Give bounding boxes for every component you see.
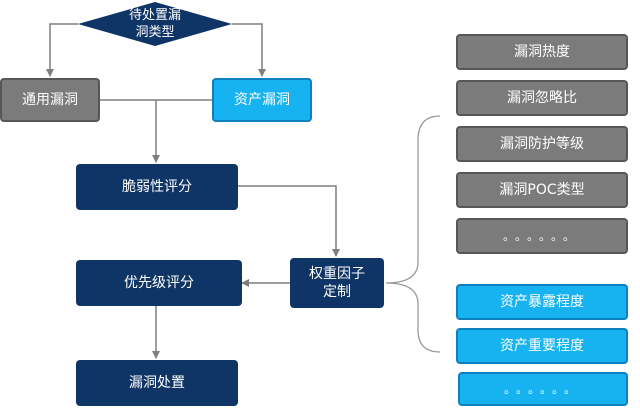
vuln-handling-node[interactable]: 漏洞处置 xyxy=(76,360,238,406)
arrow-diamond-to-generic xyxy=(46,23,78,77)
asset-vuln-label: 资产漏洞 xyxy=(234,92,290,108)
factor-label: 漏洞防护等级 xyxy=(500,136,584,152)
priority-score-label: 优先级评分 xyxy=(124,275,194,291)
factor-more-label: 。。。。。。 xyxy=(503,382,582,396)
start-decision-label: 待处置漏 洞类型 xyxy=(128,8,181,40)
arrow-score-to-weight xyxy=(238,185,340,257)
vuln-handling-label: 漏洞处置 xyxy=(129,375,185,391)
asset-vuln-node[interactable]: 资产漏洞 xyxy=(212,78,312,122)
vuln-score-label: 脆弱性评分 xyxy=(122,179,192,195)
factor-label: 漏洞热度 xyxy=(514,44,570,60)
generic-vuln-node[interactable]: 通用漏洞 xyxy=(0,78,100,122)
factor-asset-more[interactable]: 。。。。。。 xyxy=(458,372,628,406)
factor-vuln-ignore-ratio[interactable]: 漏洞忽略比 xyxy=(456,80,628,116)
decision-diamond xyxy=(78,2,232,46)
generic-vuln-label: 通用漏洞 xyxy=(22,92,78,108)
factor-label: 资产重要程度 xyxy=(500,338,584,354)
factor-more-label: 。。。。。。 xyxy=(502,229,581,243)
factor-asset-importance[interactable]: 资产重要程度 xyxy=(456,328,628,364)
factor-vuln-more[interactable]: 。。。。。。 xyxy=(456,218,628,254)
factor-brace xyxy=(385,115,441,353)
weight-factor-node[interactable]: 权重因子 定制 xyxy=(290,258,384,308)
factor-vuln-poc-type[interactable]: 漏洞POC类型 xyxy=(456,172,628,208)
vuln-score-node[interactable]: 脆弱性评分 xyxy=(76,164,238,210)
factor-label: 漏洞POC类型 xyxy=(499,182,585,198)
weight-factor-label: 权重因子 定制 xyxy=(309,266,365,300)
factor-label: 漏洞忽略比 xyxy=(507,90,577,106)
factor-vuln-heat[interactable]: 漏洞热度 xyxy=(456,34,628,70)
factor-vuln-protection-level[interactable]: 漏洞防护等级 xyxy=(456,126,628,162)
priority-score-node[interactable]: 优先级评分 xyxy=(76,260,242,306)
factor-asset-exposure[interactable]: 资产暴露程度 xyxy=(456,284,628,320)
factor-label: 资产暴露程度 xyxy=(500,294,584,310)
arrow-diamond-to-asset xyxy=(232,23,266,77)
